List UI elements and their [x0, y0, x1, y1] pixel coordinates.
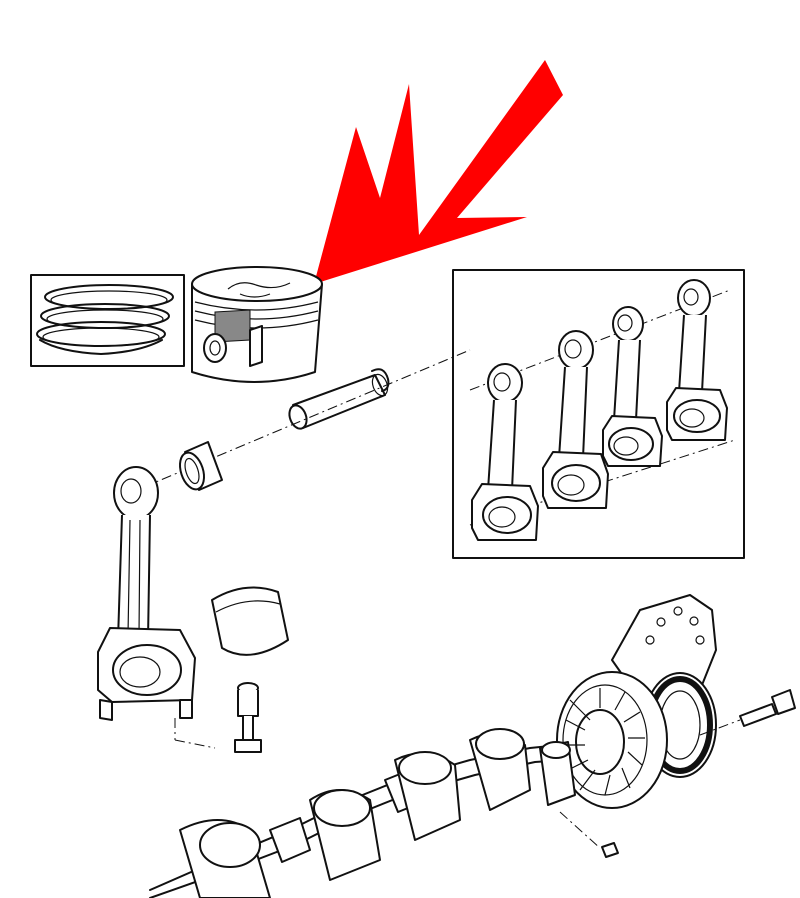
connecting-rod-1 — [471, 363, 539, 541]
connecting-rod-4 — [666, 279, 728, 441]
small-end-bushing — [179, 441, 223, 491]
circlip — [371, 368, 390, 392]
rear-main-seal-housing — [556, 671, 668, 809]
housing-bolt — [699, 689, 796, 736]
rod-bolt — [234, 682, 262, 753]
connecting-rod-bearing-shell — [211, 586, 289, 656]
dowel-pin — [559, 811, 619, 858]
rod-set-frame — [452, 269, 745, 559]
connecting-rod — [97, 466, 216, 749]
piston-pin — [288, 373, 389, 430]
piston-rings-inset — [30, 274, 185, 367]
rings-frame — [30, 274, 185, 367]
connecting-rod-set-inset — [452, 269, 745, 559]
connecting-rod-3 — [602, 306, 663, 467]
connecting-rod-2 — [542, 330, 609, 509]
red-arrow-shape — [314, 60, 563, 284]
red-arrow-pointer — [314, 60, 563, 284]
pin-centerline — [124, 349, 471, 496]
piston — [191, 266, 323, 383]
crankshaft — [149, 728, 576, 898]
